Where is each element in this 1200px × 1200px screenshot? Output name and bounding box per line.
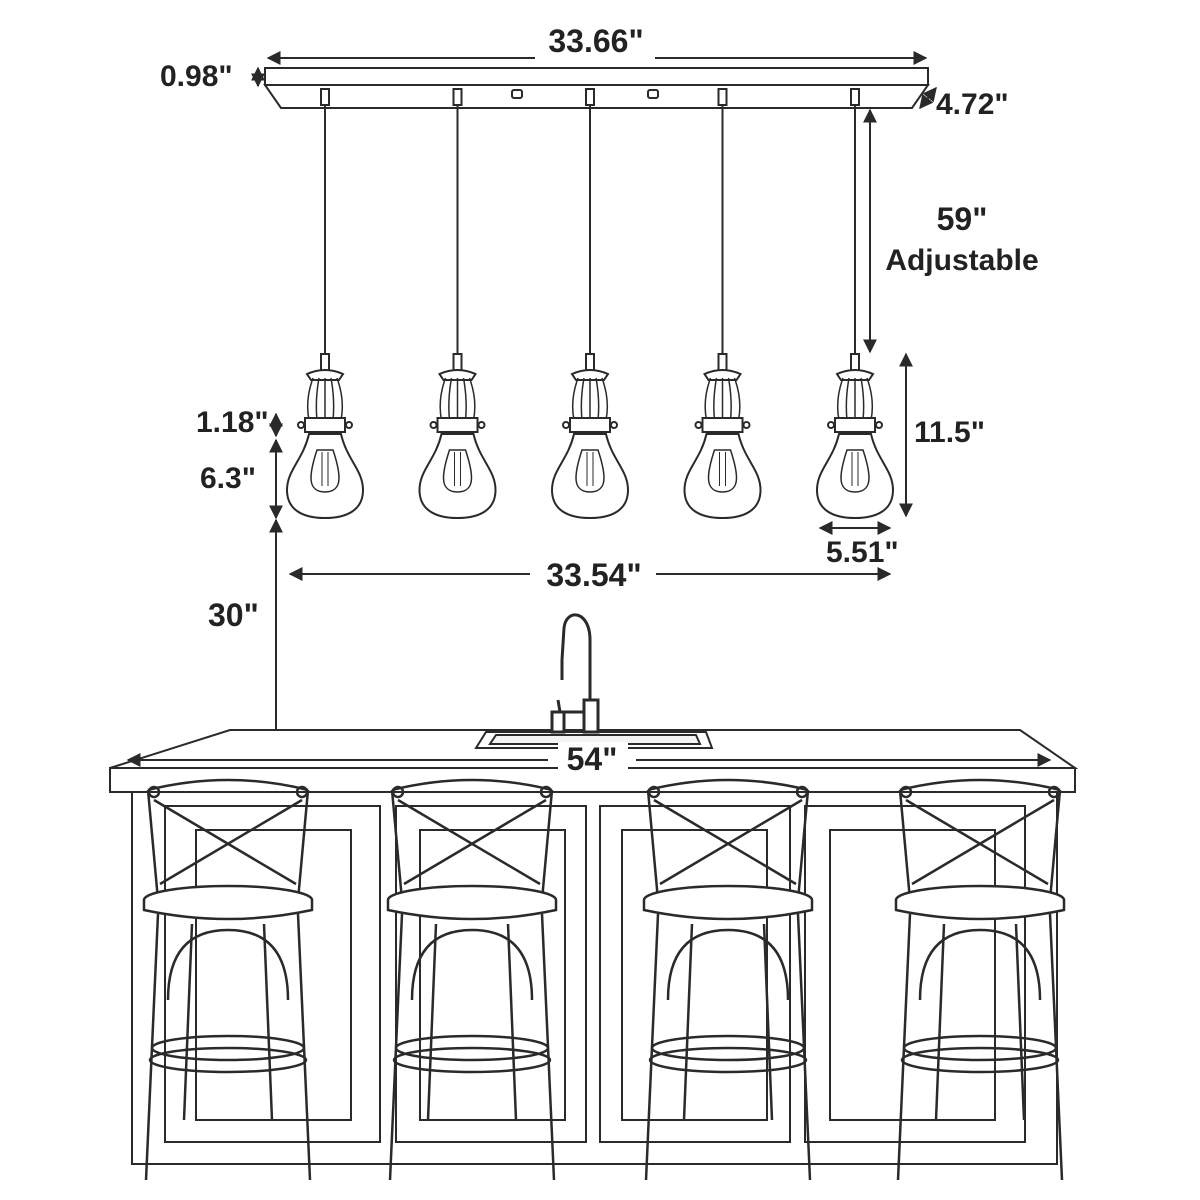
shade-width-dimension: 5.51" <box>818 521 899 569</box>
bar-stool <box>386 778 558 1181</box>
shade-height-label: 11.5" <box>914 416 985 449</box>
shade-glass-label: 6.3" <box>200 462 256 495</box>
pendant-light <box>683 88 762 520</box>
faucet <box>550 613 600 734</box>
kitchen-island <box>109 729 1079 1165</box>
pendant-light <box>815 88 895 520</box>
pendant-span-dimension: 33.54" <box>288 557 892 593</box>
canopy-height-label: 0.98" <box>160 60 233 93</box>
pendant-span-label: 33.54" <box>546 557 641 593</box>
canopy-length-dimension: 33.66" <box>266 23 928 65</box>
pendant-light <box>550 88 630 520</box>
shade-top-label: 1.18" <box>196 406 269 439</box>
cord-length-dimension: 59" Adjustable <box>863 108 1039 354</box>
pendant-group <box>285 88 895 520</box>
canopy-depth-dimension: 4.72" <box>919 86 1009 121</box>
stool-group <box>142 778 1066 1181</box>
canopy-bar <box>263 67 930 109</box>
vertical-dimensions-left: 1.18" 6.3" 30" <box>196 406 283 752</box>
canopy-length-label: 33.66" <box>548 23 643 59</box>
bar-stool <box>142 778 314 1181</box>
pendant-light <box>285 88 365 520</box>
bar-stool <box>642 778 814 1181</box>
canopy-depth-label: 4.72" <box>936 88 1009 121</box>
hang-height-label: 30" <box>208 597 259 633</box>
pendant-light <box>418 88 497 520</box>
cord-note-label: Adjustable <box>885 244 1038 277</box>
shade-height-dimension: 11.5" <box>899 352 985 518</box>
canopy-height-dimension: 0.98" <box>160 60 265 93</box>
bar-stool <box>894 778 1066 1181</box>
island-length-dimension: 54" <box>126 741 1052 777</box>
cord-length-label: 59" <box>937 201 988 237</box>
island-length-label: 54" <box>567 741 618 777</box>
shade-width-label: 5.51" <box>826 536 899 569</box>
